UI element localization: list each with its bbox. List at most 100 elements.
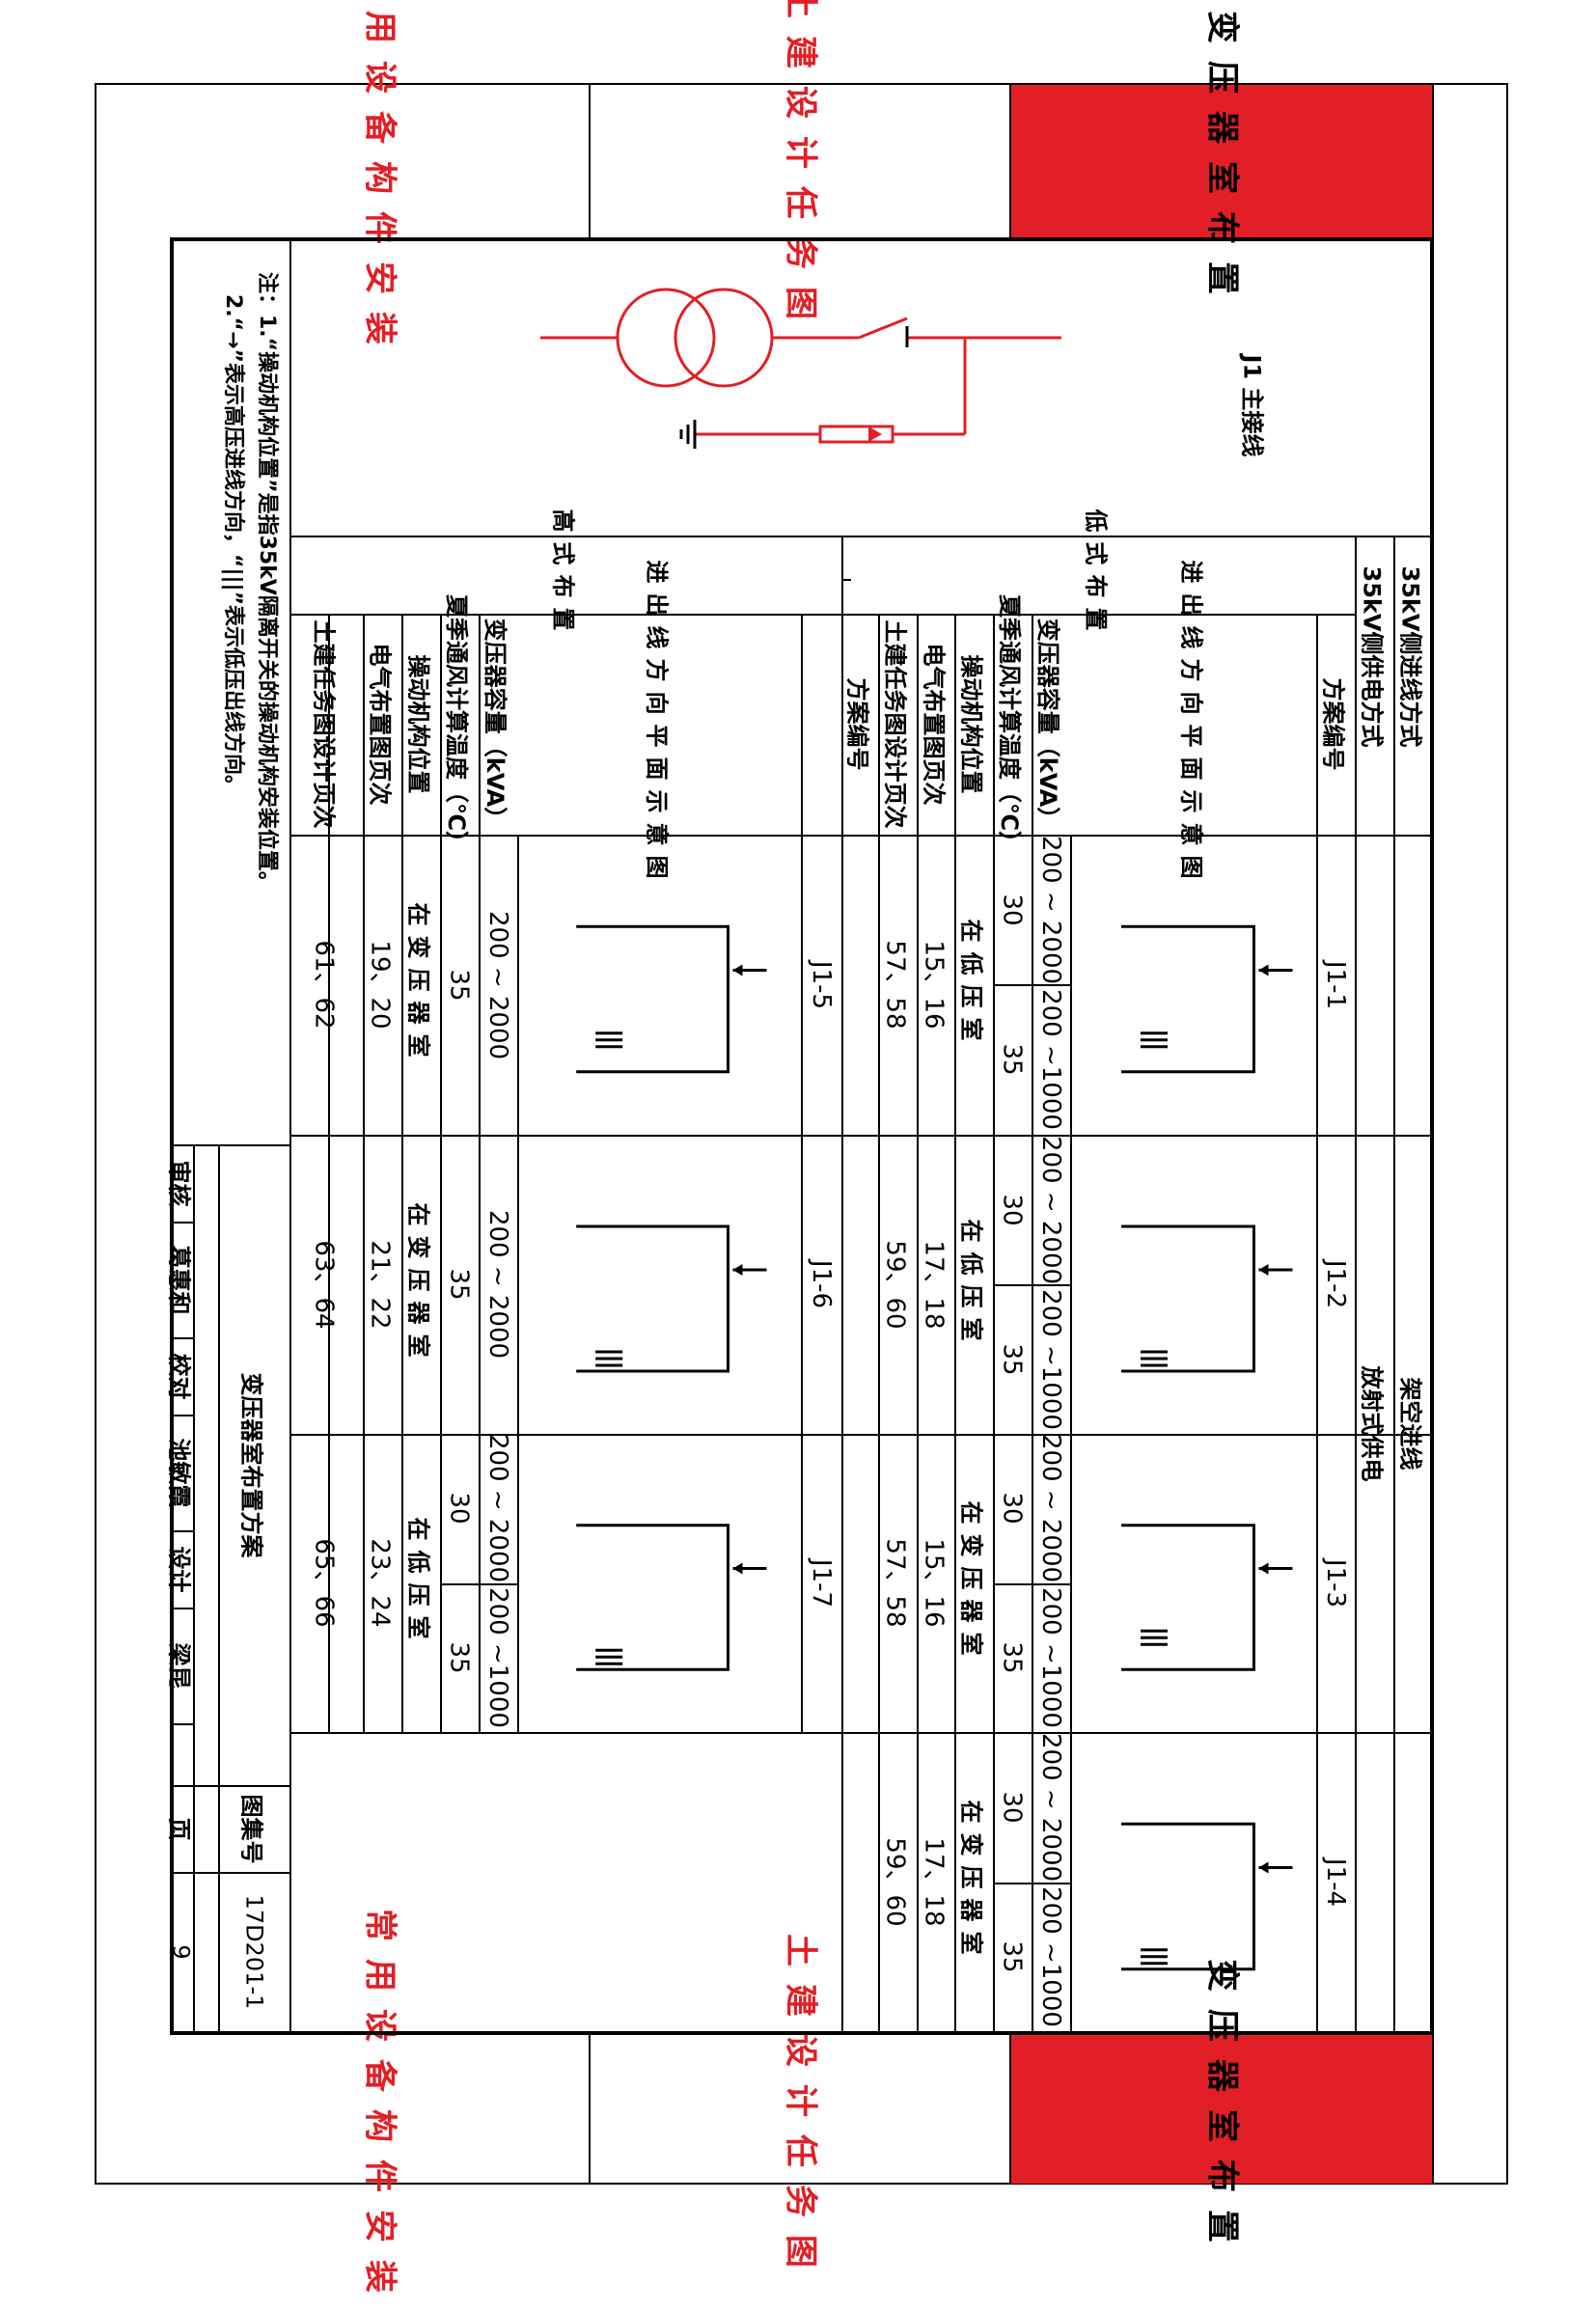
- room-outline: [1121, 1822, 1255, 1971]
- arrow-head-icon: [1258, 1861, 1269, 1874]
- arrow-head-icon: [1258, 1562, 1269, 1575]
- temp-cell: 35: [445, 1268, 474, 1301]
- capacity-cell: 200 ~1000: [1036, 1886, 1065, 2028]
- tb-sig-3: [170, 1415, 193, 1416]
- split-j1-4: [993, 1883, 1070, 1884]
- header-supply-method: 35kV侧供电方式: [1358, 565, 1386, 747]
- divider-notes: [289, 241, 291, 2032]
- elec-page-cell: 15、16: [919, 1538, 949, 1628]
- plan-diagram: [1121, 1822, 1293, 1971]
- divider-bottom: [289, 2032, 1432, 2034]
- transformer-winding-1-icon: [616, 288, 716, 388]
- capacity-cell: 200 ~ 2000: [1036, 835, 1066, 984]
- plan-diagram: [1121, 924, 1293, 1074]
- divider-temp-high: [440, 614, 442, 1732]
- header-inlet-method: 35kV侧进线方式: [1396, 565, 1424, 747]
- civil-page-cell: 57、58: [880, 1538, 910, 1628]
- header-civil-low: 土建任务图设计页次: [881, 619, 909, 829]
- tab-common-equipment-bottom[interactable]: 常用设备构件安装: [170, 1909, 591, 2310]
- check-label: 校对: [165, 1353, 193, 1399]
- tb-top: [170, 1144, 289, 1146]
- plan-diagram: [1121, 1224, 1293, 1373]
- header-layout-high: 高式布置: [549, 509, 577, 641]
- plan-diagram: [576, 1524, 767, 1671]
- divider-temp-low: [993, 614, 995, 2032]
- room-outline: [1121, 924, 1255, 1074]
- tab-civil-design[interactable]: 土建设计任务图: [591, 0, 1011, 337]
- divider-mech-high: [401, 614, 403, 1732]
- header-elec-low: 电气布置图页次: [920, 643, 948, 806]
- arrow-head-icon: [732, 1264, 743, 1276]
- temp-cell: 30: [445, 1492, 474, 1525]
- main-wiring-diagram: [540, 288, 1061, 449]
- tab-transformer-layout[interactable]: 变压器室布置: [1011, 11, 1434, 312]
- mech-pos-cell: 在变压器室: [404, 1202, 432, 1366]
- civil-page-cell: 63、64: [309, 1239, 339, 1330]
- divider-civil-high: [328, 614, 330, 1732]
- header-layout-low: 低式布置: [1082, 509, 1110, 641]
- divider-col2: [289, 1135, 1432, 1137]
- arrester-arrow-icon: [868, 426, 882, 442]
- divider-inlet: [1355, 536, 1357, 2032]
- temp-cell: 35: [445, 1641, 474, 1674]
- title: 变压器室布置方案: [237, 1372, 265, 1557]
- capacity-cell: 200 ~ 2000: [483, 1209, 513, 1360]
- design-label: 设计: [165, 1546, 193, 1592]
- review-name: 葛惠和: [165, 1245, 193, 1314]
- atlas-no: 17D201-1: [240, 1894, 268, 2010]
- design-name: 梁昆: [165, 1642, 193, 1689]
- arrow-head-icon: [1258, 1264, 1269, 1276]
- elec-page-cell: 15、16: [919, 940, 949, 1030]
- divider-capacity: [1032, 614, 1033, 2032]
- civil-page-cell: 61、62: [309, 940, 339, 1030]
- note-line-1: 注：1.“操动机构位置”是指35kV隔离开关的操动机构安装位置。: [255, 272, 279, 893]
- header-scheme-no: 方案编号: [1319, 677, 1347, 771]
- header-diagram-low: 进出线方向平面示意图: [1177, 560, 1204, 889]
- transformer-winding-2-icon: [674, 288, 774, 388]
- plan-diagram: [576, 1224, 767, 1373]
- atlas-label: 图集号: [237, 1794, 265, 1863]
- tick: [841, 579, 851, 581]
- tb-sig-4: [170, 1530, 193, 1532]
- tab-civil-design-bottom[interactable]: 土建设计任务图: [591, 1934, 1011, 2285]
- temp-cell: 35: [445, 968, 474, 1002]
- divider-layout-low: [841, 614, 1355, 616]
- divider-civil-low: [878, 614, 880, 2032]
- tb-atlas-split-2: [170, 1872, 289, 1874]
- split-j1-7: [440, 1583, 517, 1585]
- split-j1-2: [993, 1284, 1070, 1286]
- tab-transformer-layout-bottom[interactable]: 变压器室布置: [1011, 1959, 1434, 2260]
- tb-sig-5: [170, 1608, 193, 1609]
- capacity-cell: 200 ~ 2000: [1036, 1732, 1066, 1882]
- capacity-cell: 200 ~1000: [1036, 989, 1065, 1131]
- scheme-no-cell: J1-1: [1321, 960, 1351, 1009]
- capacity-cell: 200 ~ 2000: [483, 1434, 513, 1583]
- tb-sig-2: [170, 1337, 193, 1339]
- divider-capacity-high-right: [517, 835, 519, 1732]
- temp-cell: 30: [998, 1193, 1027, 1226]
- divider-capacity-high: [479, 614, 481, 1732]
- room-outline: [1121, 1524, 1255, 1671]
- tb-atlas-split: [170, 1785, 289, 1787]
- divider-capacity-low-right: [1070, 835, 1072, 2032]
- room-outline: [576, 924, 729, 1074]
- mech-pos-cell: 在变压器室: [404, 902, 432, 1067]
- divider-mech-low: [954, 614, 956, 2032]
- tb-sig-6: [170, 1723, 193, 1725]
- header-diagram-high: 进出线方向平面示意图: [643, 560, 671, 889]
- capacity-cell: 200 ~ 2000: [483, 910, 513, 1059]
- temp-cell: 30: [998, 894, 1027, 926]
- page-no: 9: [168, 1944, 195, 1960]
- header-mech-low: 操动机构位置: [957, 654, 985, 794]
- civil-page-cell: 59、60: [880, 1837, 910, 1927]
- temp-cell: 35: [998, 1342, 1027, 1376]
- review-label: 审核: [165, 1160, 193, 1206]
- capacity-cell: 200 ~1000: [483, 1586, 512, 1728]
- scheme-no-cell: J1-5: [807, 960, 837, 1009]
- tab-common-equipment[interactable]: 常用设备构件安装: [170, 0, 591, 362]
- elec-page-cell: 21、22: [365, 1239, 395, 1330]
- mech-pos-cell: 在低压室: [957, 1219, 985, 1350]
- scheme-no-cell: J1-6: [807, 1259, 837, 1309]
- split-j1-3: [993, 1583, 1070, 1585]
- elec-page-cell: 19、20: [365, 940, 395, 1030]
